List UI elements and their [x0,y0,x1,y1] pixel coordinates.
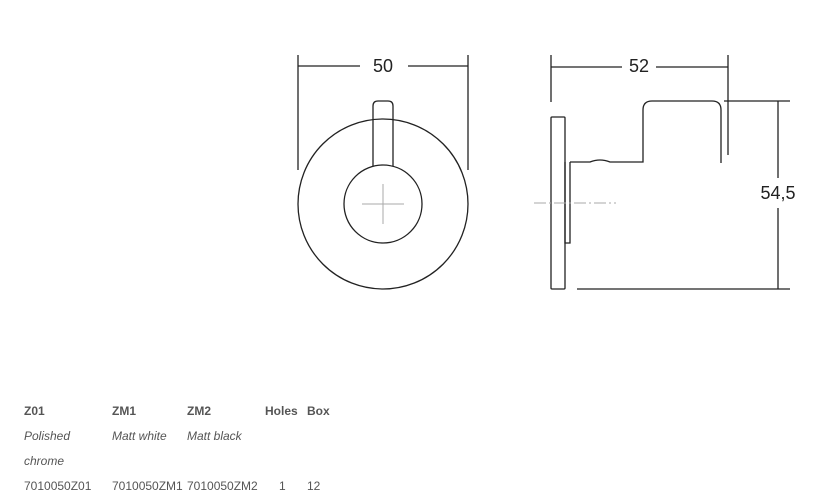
header-zm1: ZM1 [112,403,136,418]
code-zm2: 7010050ZM2 [187,478,258,493]
front-view [297,55,469,290]
header-zm2: ZM2 [187,403,211,418]
hook-arm-front [372,100,394,166]
finish-zm1: Matt white [112,428,167,443]
spec-table: Z01 ZM1 ZM2 Holes Box Polished Matt whit… [24,398,337,498]
box-value: 12 [307,478,321,493]
finish-z01-line1: Polished [24,428,71,443]
holes-value: 1 [279,478,286,493]
side-hook-profile [570,100,722,163]
header-box: Box [307,403,330,418]
code-z01: 7010050Z01 [24,478,92,493]
header-z01: Z01 [24,403,45,418]
code-zm1: 7010050ZM1 [112,478,183,493]
hub-circle [343,164,423,244]
table-header-row: Z01 ZM1 ZM2 Holes Box [24,398,337,423]
header-holes: Holes [265,403,298,418]
base-plate-circle [297,118,469,290]
table-row-finish-2: chrome [24,448,337,473]
finish-zm2: Matt black [187,428,242,443]
table-row-codes: 7010050Z01 7010050ZM1 7010050ZM2 1 12 [24,473,337,498]
height-label: 54,5 [760,183,795,203]
finish-z01-line2: chrome [24,453,65,468]
side-view [534,55,790,290]
front-width-label: 50 [373,56,393,76]
technical-drawing: 50 52 54,5 [297,55,796,290]
side-depth-label: 52 [629,56,649,76]
table-row-finish-1: Polished Matt white Matt black [24,423,337,448]
